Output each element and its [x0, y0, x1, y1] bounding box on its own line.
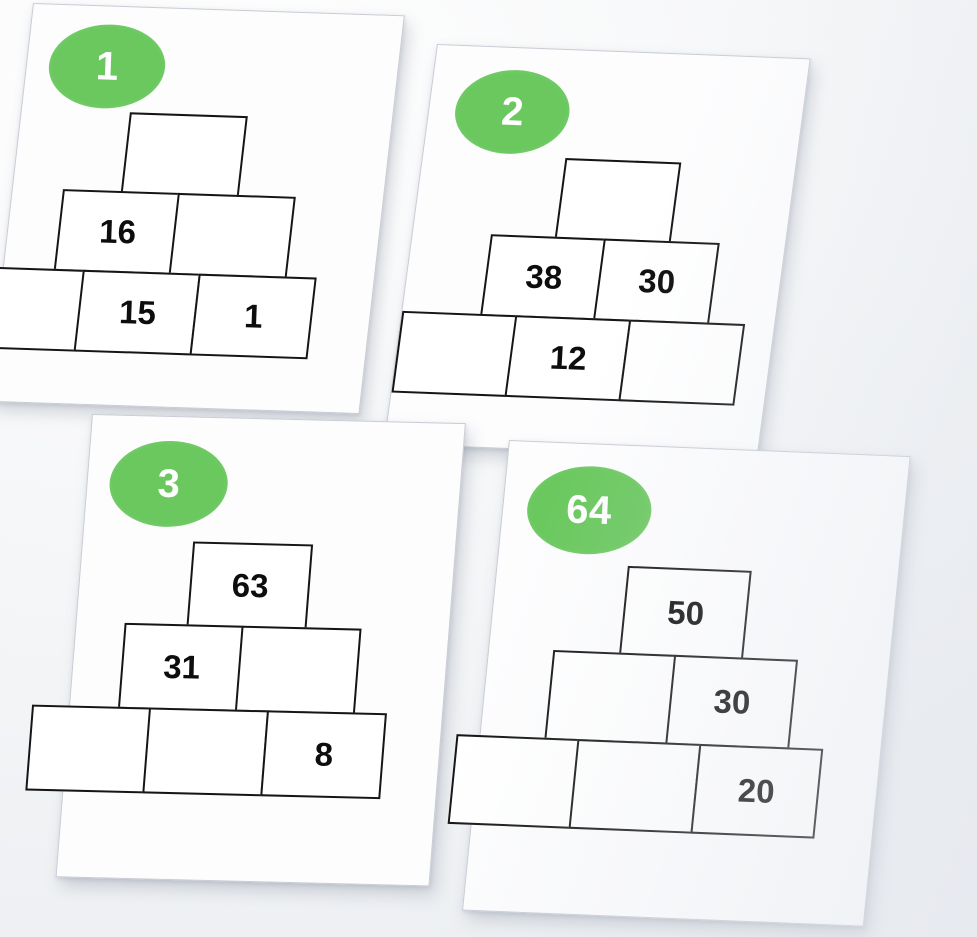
card-3-cell-0-0-value: 63 — [230, 566, 269, 605]
card-3-badge-label: 3 — [156, 461, 181, 507]
card-3-cell-2-0[interactable] — [25, 704, 153, 794]
card-64-cell-2-2[interactable]: 20 — [690, 743, 824, 839]
card-1-cell-2-2[interactable]: 1 — [189, 273, 317, 360]
card-1-number-badge: 1 — [44, 22, 170, 111]
card-3-number-pyramid: 63 31 8 — [25, 539, 400, 799]
card-2-cell-2-0[interactable] — [391, 310, 519, 397]
card-1-cell-0-0[interactable] — [120, 112, 248, 198]
card-1-badge-label: 1 — [94, 44, 120, 89]
card-1-pyramid-row-bottom: 15 1 — [0, 265, 317, 360]
card-1-cell-2-0[interactable] — [0, 265, 86, 352]
card-1-cell-1-0-value: 16 — [98, 212, 137, 251]
worksheet-card-3[interactable]: 3 63 31 8 — [25, 414, 466, 887]
card-64-number-pyramid: 50 30 20 — [447, 562, 841, 839]
card-3-pyramid-row-middle: 31 — [117, 623, 393, 715]
card-64-cell-0-0[interactable]: 50 — [618, 565, 752, 661]
card-3-cell-1-0-value: 31 — [162, 648, 201, 687]
card-2-number-badge: 2 — [449, 67, 575, 156]
card-2-cell-2-1[interactable]: 12 — [504, 315, 632, 402]
card-64-pyramid-row-bottom: 20 — [447, 733, 824, 839]
worksheet-card-64[interactable]: 64 50 30 20 — [447, 440, 911, 927]
card-2-cell-1-0[interactable]: 38 — [480, 234, 607, 321]
card-2-pyramid-row-top — [554, 158, 767, 247]
card-2-cell-0-0[interactable] — [554, 158, 682, 245]
card-64-cell-2-2-value: 20 — [737, 771, 776, 810]
card-1-pyramid-row-middle: 16 — [53, 189, 326, 280]
card-2-pyramid-row-middle: 38 30 — [480, 234, 756, 327]
card-2-cell-1-1[interactable]: 30 — [593, 238, 721, 326]
card-2-content: 2 38 30 12 — [385, 45, 810, 458]
card-3-cell-2-2[interactable]: 8 — [260, 710, 387, 799]
card-1-cell-2-1[interactable]: 15 — [73, 269, 202, 356]
card-3-cell-0-0[interactable]: 63 — [186, 541, 314, 631]
worksheet-card-2[interactable]: 2 38 30 12 — [383, 44, 811, 459]
card-2-number-pyramid: 38 30 12 — [391, 154, 767, 406]
card-2-cell-1-0-value: 38 — [524, 257, 563, 297]
card-3-cell-1-1[interactable] — [235, 626, 362, 715]
card-3-cell-2-1[interactable] — [142, 707, 270, 797]
card-64-pyramid-row-middle: 30 — [544, 650, 832, 751]
card-3-number-badge: 3 — [106, 439, 231, 529]
card-64-content: 64 50 30 20 — [447, 441, 909, 926]
card-1-cell-1-1[interactable] — [168, 193, 297, 279]
card-2-cell-1-1-value: 30 — [637, 262, 677, 301]
card-2-badge-label: 2 — [499, 89, 525, 135]
card-64-cell-1-0[interactable] — [544, 650, 678, 746]
card-1-pyramid-row-top — [120, 112, 335, 201]
card-64-cell-2-1[interactable] — [568, 738, 702, 834]
card-64-cell-1-1-value: 30 — [712, 682, 752, 722]
card-64-cell-0-0-value: 50 — [666, 593, 705, 632]
card-64-cell-2-0[interactable] — [447, 733, 581, 829]
card-2-pyramid-row-bottom: 12 — [391, 310, 745, 406]
card-64-cell-1-1[interactable]: 30 — [665, 655, 799, 750]
card-1-number-pyramid: 16 15 1 — [0, 109, 335, 360]
card-64-badge-label: 64 — [565, 487, 613, 534]
card-2-cell-2-1-value: 12 — [548, 338, 588, 377]
card-3-content: 3 63 31 8 — [25, 415, 465, 885]
card-3-cell-1-0[interactable]: 31 — [117, 623, 245, 713]
card-1-cell-2-2-value: 1 — [243, 296, 263, 335]
worksheet-card-1[interactable]: 1 16 15 1 — [0, 3, 405, 415]
card-2-cell-2-2[interactable] — [618, 319, 745, 406]
card-3-cell-2-2-value: 8 — [313, 735, 334, 773]
card-1-content: 1 16 15 1 — [0, 4, 404, 413]
card-64-pyramid-row-top: 50 — [618, 565, 841, 664]
card-3-pyramid-row-bottom: 8 — [25, 704, 387, 799]
card-1-cell-2-1-value: 15 — [118, 292, 157, 332]
card-1-cell-1-0[interactable]: 16 — [53, 189, 181, 276]
card-64-number-badge: 64 — [522, 463, 656, 557]
card-3-pyramid-row-top: 63 — [186, 541, 400, 633]
